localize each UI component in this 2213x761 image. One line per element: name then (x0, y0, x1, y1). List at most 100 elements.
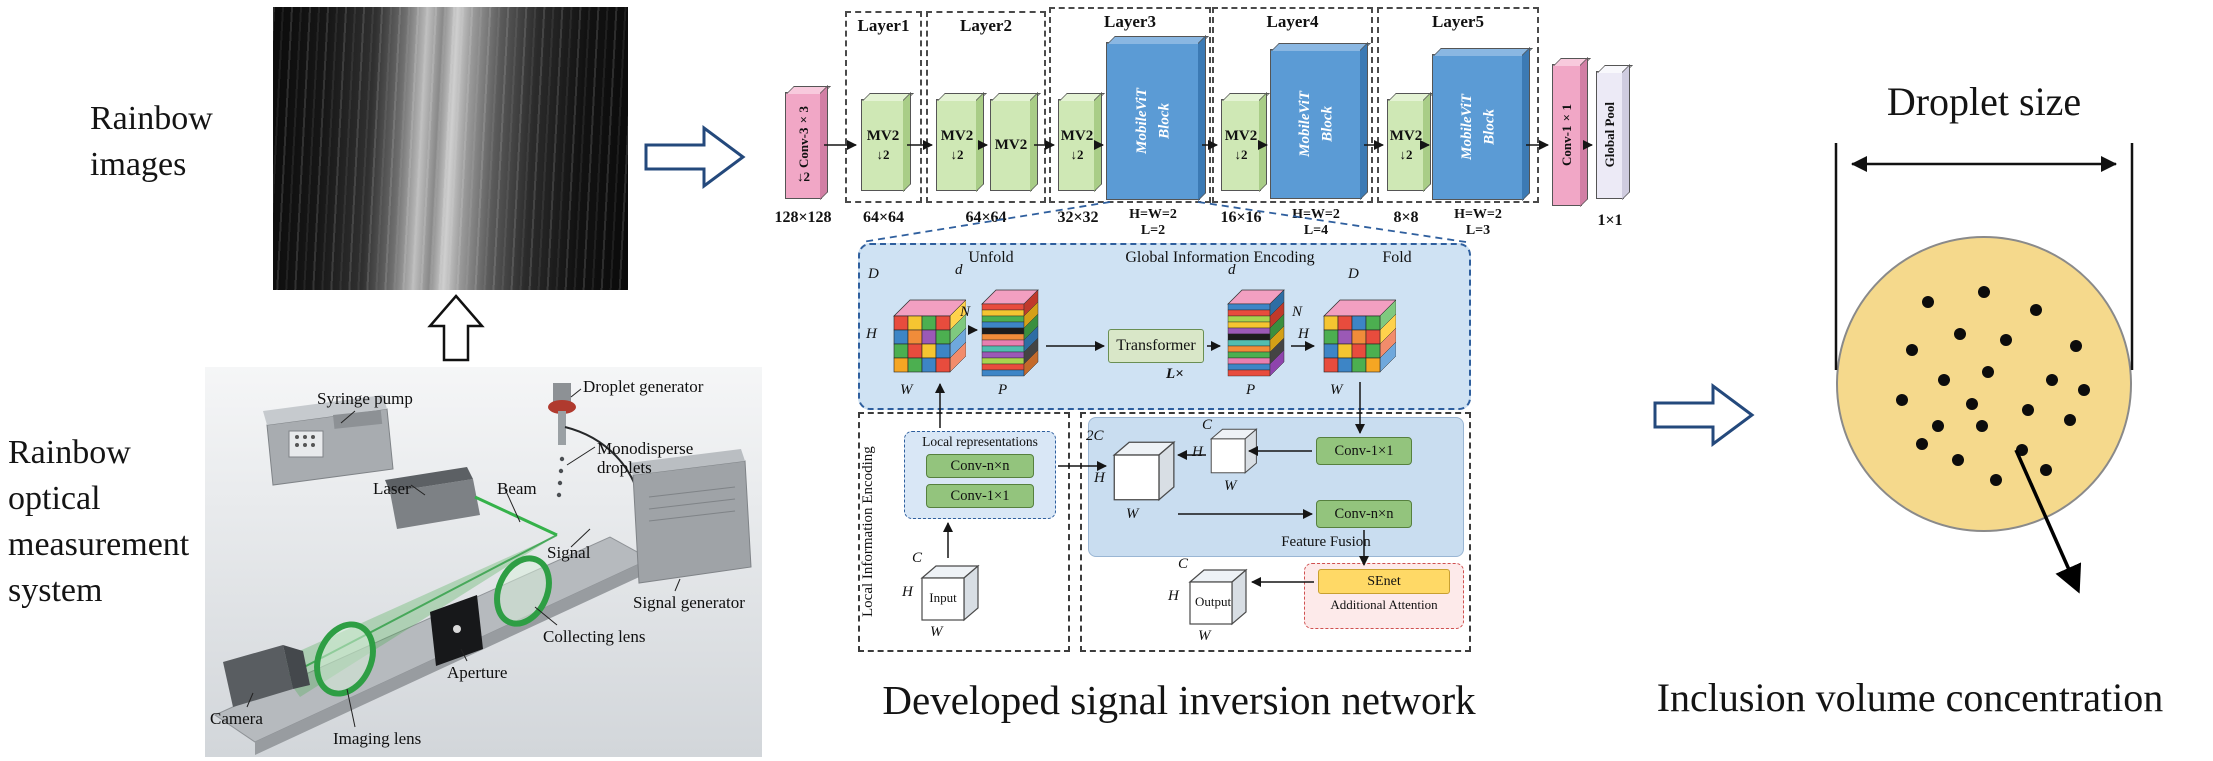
mv2-label: MV2 (940, 127, 974, 144)
mv2-label: MV2 (1224, 127, 1258, 144)
layer1-mv2-block: MV2 ↓2 (861, 99, 905, 191)
conv-1x1-box: Conv-1×1 (926, 484, 1034, 508)
dim-W: W (900, 382, 913, 398)
layer3-mv2-block: MV2 ↓2 (1058, 99, 1096, 191)
monodisperse-droplets-label: Monodisperse droplets (597, 439, 694, 478)
senet-label: SEnet (1367, 573, 1401, 589)
fold-label: Fold (1382, 249, 1412, 266)
dim-D: D (1348, 266, 1359, 282)
concat-cube (1112, 440, 1176, 502)
feature-fusion-label: Feature Fusion (1281, 534, 1371, 550)
dim-H: H (866, 326, 877, 342)
collecting-lens-label: Collecting lens (543, 627, 646, 646)
unfold-label: Unfold (968, 249, 1014, 266)
fusion-conv-nxn-label: Conv-n×n (1334, 505, 1394, 522)
head-conv-block: Conv-1×1 (1552, 64, 1582, 206)
dim-d: d (1228, 262, 1236, 278)
conv-1x1-label: Conv-1×1 (950, 487, 1010, 504)
mv2-label: MV2 (866, 127, 900, 144)
layer4-size: 16×16 (1220, 209, 1262, 226)
droplet-size-label: Droplet size (1886, 79, 2082, 124)
fusion-conv-nxn-box: Conv-n×n (1316, 500, 1412, 528)
flow-arrow-icon-1 (644, 125, 746, 189)
layer2-size: 64×64 (965, 209, 1007, 226)
mv2-downsample: ↓2 (1399, 146, 1413, 162)
mv2-downsample: ↓2 (876, 146, 890, 162)
layer5-mobilevit-block: MobileViT Block (1432, 54, 1524, 200)
optical-system-illustration: Syringe pump Droplet generator Monodispe… (205, 367, 762, 757)
stem-size: 128×128 (774, 209, 832, 226)
output-label: Output (1194, 594, 1232, 609)
rainbow-image (273, 7, 628, 290)
dim-2C: 2C (1086, 428, 1104, 444)
camera-graphic (223, 645, 310, 707)
dim-W: W (1224, 478, 1237, 494)
head-conv-label: Conv-1×1 (1559, 104, 1574, 166)
dim-W: W (930, 624, 943, 640)
label-leader-lines (246, 388, 681, 728)
dim-H: H (1168, 588, 1179, 604)
laser-label: Laser (373, 479, 411, 498)
conv-nxn-box: Conv-n×n (926, 454, 1034, 478)
output-cube (1188, 568, 1248, 626)
rainbow-images-label: Rainbow images (90, 100, 213, 183)
conv-stem-block: Conv-3×3 ↓2 (785, 92, 822, 199)
droplet-generator-label: Droplet generator (583, 377, 704, 396)
feature-tensor-cube-left (893, 299, 966, 373)
dim-C: C (1178, 556, 1189, 572)
dim-H: H (1094, 470, 1105, 486)
dim-W: W (1198, 628, 1211, 644)
local-representations-label: Local representations (922, 434, 1038, 449)
layer5-mv2-block: MV2 ↓2 (1387, 99, 1425, 191)
input-cube (920, 564, 980, 622)
mobilevit-label: MobileViT Block (1296, 91, 1336, 157)
syringe-pump-label: Syringe pump (317, 389, 413, 408)
layer5-name: Layer5 (1432, 12, 1484, 31)
mv2-label: MV2 (1060, 127, 1094, 144)
aperture-label: Aperture (447, 663, 508, 682)
dim-D: D (868, 266, 879, 282)
signal-label: Signal (547, 543, 591, 562)
head-size: 1×1 (1597, 212, 1623, 229)
transformer-box: Transformer (1108, 329, 1204, 363)
transformer-repeat-label: L× (1166, 366, 1184, 382)
imaging-lens-label: Imaging lens (333, 729, 422, 748)
layer3-name: Layer3 (1104, 12, 1156, 31)
layer2-mv2-block-2: MV2 (990, 99, 1032, 191)
inclusion-label: Inclusion volume concentration (1656, 675, 2164, 720)
dim-P: P (998, 382, 1008, 398)
beam-label: Beam (497, 479, 537, 498)
transformer-label: Transformer (1116, 337, 1196, 354)
imaging-lens-graphic (314, 621, 376, 697)
dim-N: N (1292, 304, 1303, 320)
network-caption: Developed signal inversion network (882, 677, 1476, 723)
system-label: Rainbow optical measurement system (8, 434, 190, 609)
dim-N: N (960, 304, 971, 320)
layer5-vit-size: H=W=2 L=3 (1454, 207, 1502, 239)
mv2-downsample: ↓2 (1234, 146, 1248, 162)
layer4-name: Layer4 (1266, 12, 1319, 31)
projected-cube (1209, 428, 1258, 474)
laser-graphic (385, 467, 558, 537)
syringe-pump-graphic (263, 395, 394, 486)
dim-W: W (1126, 506, 1139, 522)
layer3-size: 32×32 (1057, 209, 1099, 226)
mobilevit-label: MobileViT Block (1458, 94, 1498, 160)
mv2-downsample: ↓2 (1070, 146, 1084, 162)
layer3-box (1049, 7, 1211, 203)
mv2-label: MV2 (1389, 127, 1423, 144)
global-encoding-label: Global Information Encoding (1125, 249, 1315, 266)
layer4-mobilevit-block: MobileViT Block (1270, 49, 1362, 199)
mv2-label: MV2 (994, 136, 1028, 153)
layer1-name: Layer1 (857, 16, 910, 35)
patch-tensor-left (981, 289, 1039, 377)
dim-H: H (1298, 326, 1309, 342)
camera-label: Camera (210, 709, 263, 728)
feature-tensor-cube-right (1323, 299, 1396, 373)
droplet-generator-graphic (548, 383, 576, 498)
fusion-conv-1x1-label: Conv-1×1 (1334, 442, 1394, 459)
layer3-mobilevit-block: MobileViT Block (1106, 42, 1200, 200)
dim-C: C (912, 550, 923, 566)
input-label: Input (929, 590, 957, 605)
